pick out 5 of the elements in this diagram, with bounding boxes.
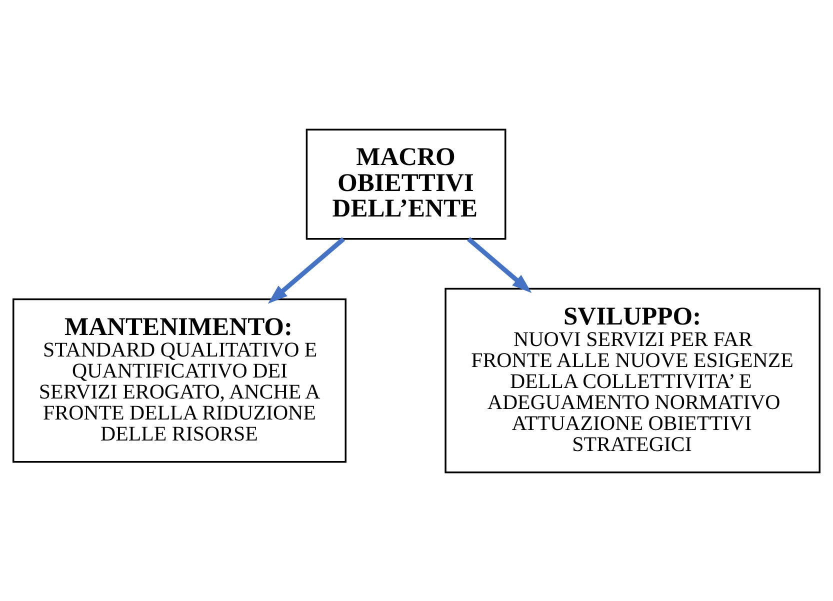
node-box: MANTENIMENTO: STANDARD QUALITATIVO E QUANTIFICATIVO DEI SERVIZI EROGATO, ANCHE A FRONTE DELLA RIDUZIONE DELLE RISORSE	[12, 298, 346, 462]
arrow	[467, 236, 532, 293]
node-box: MACRO OBIETTIVI DELL’ENTE	[306, 128, 506, 240]
node-box: SVILUPPO: NUOVI SERVIZI PER FAR FRONTE ALLE NUOVE ESIGENZE DELLA COLLETTIVITA’ E ADEGUAMENTO NORMATIVO ATTUAZIONE OBIETTIVI STRATEGICI	[444, 287, 820, 473]
arrow	[268, 236, 346, 304]
